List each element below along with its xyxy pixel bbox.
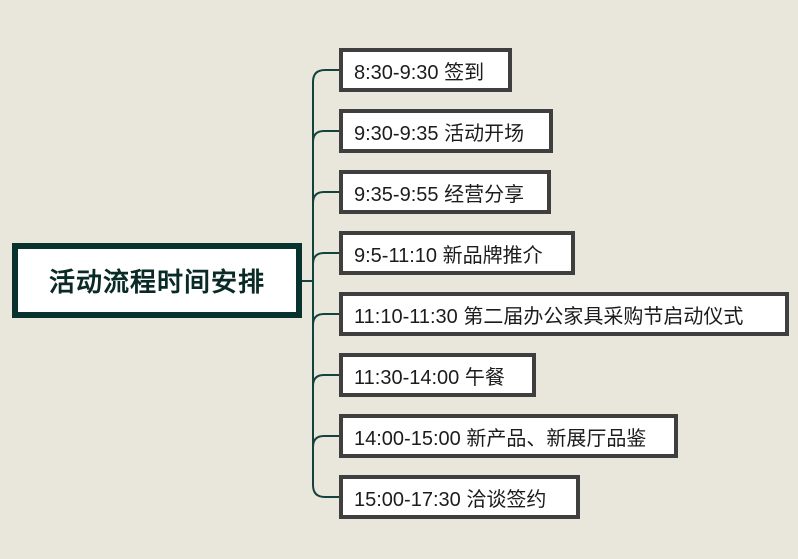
topic-node-launch-ceremony[interactable]: 11:10-11:30 第二届办公家具采购节启动仪式 xyxy=(339,292,789,336)
topic-label: 9:30-9:35 活动开场 xyxy=(354,122,525,145)
topic-node-negotiation[interactable]: 15:00-17:30 洽谈签约 xyxy=(339,475,580,519)
topic-node-product-tasting[interactable]: 14:00-15:00 新产品、新展厅品鉴 xyxy=(339,414,678,458)
topic-label: 8:30-9:30 签到 xyxy=(354,61,485,84)
trunk-line xyxy=(312,69,339,498)
branch-connector-line xyxy=(312,313,339,326)
topic-node-signin[interactable]: 8:30-9:30 签到 xyxy=(339,48,512,92)
topic-label: 9:35-9:55 经营分享 xyxy=(354,183,525,206)
topic-label: 14:00-15:00 新产品、新展厅品鉴 xyxy=(354,427,647,450)
topic-label: 15:00-17:30 洽谈签约 xyxy=(354,488,547,511)
topic-node-lunch[interactable]: 11:30-14:00 午餐 xyxy=(339,353,536,397)
topic-node-brand-promo[interactable]: 9:5-11:10 新品牌推介 xyxy=(339,231,575,275)
branch-connector-line xyxy=(312,374,339,387)
branch-connector-line xyxy=(312,130,339,143)
topic-label: 9:5-11:10 新品牌推介 xyxy=(354,244,543,267)
topic-node-business-sharing[interactable]: 9:35-9:55 经营分享 xyxy=(339,170,551,214)
central-topic-node[interactable]: 活动流程时间安排 xyxy=(12,243,302,318)
topic-label: 11:10-11:30 第二届办公家具采购节启动仪式 xyxy=(354,305,744,328)
topic-label: 11:30-14:00 午餐 xyxy=(354,366,505,389)
branch-connector-line xyxy=(312,252,339,265)
topic-node-opening[interactable]: 9:30-9:35 活动开场 xyxy=(339,109,553,153)
branch-connector-line xyxy=(312,435,339,448)
central-topic-label: 活动流程时间安排 xyxy=(48,267,265,297)
branch-connector-line xyxy=(312,191,339,204)
